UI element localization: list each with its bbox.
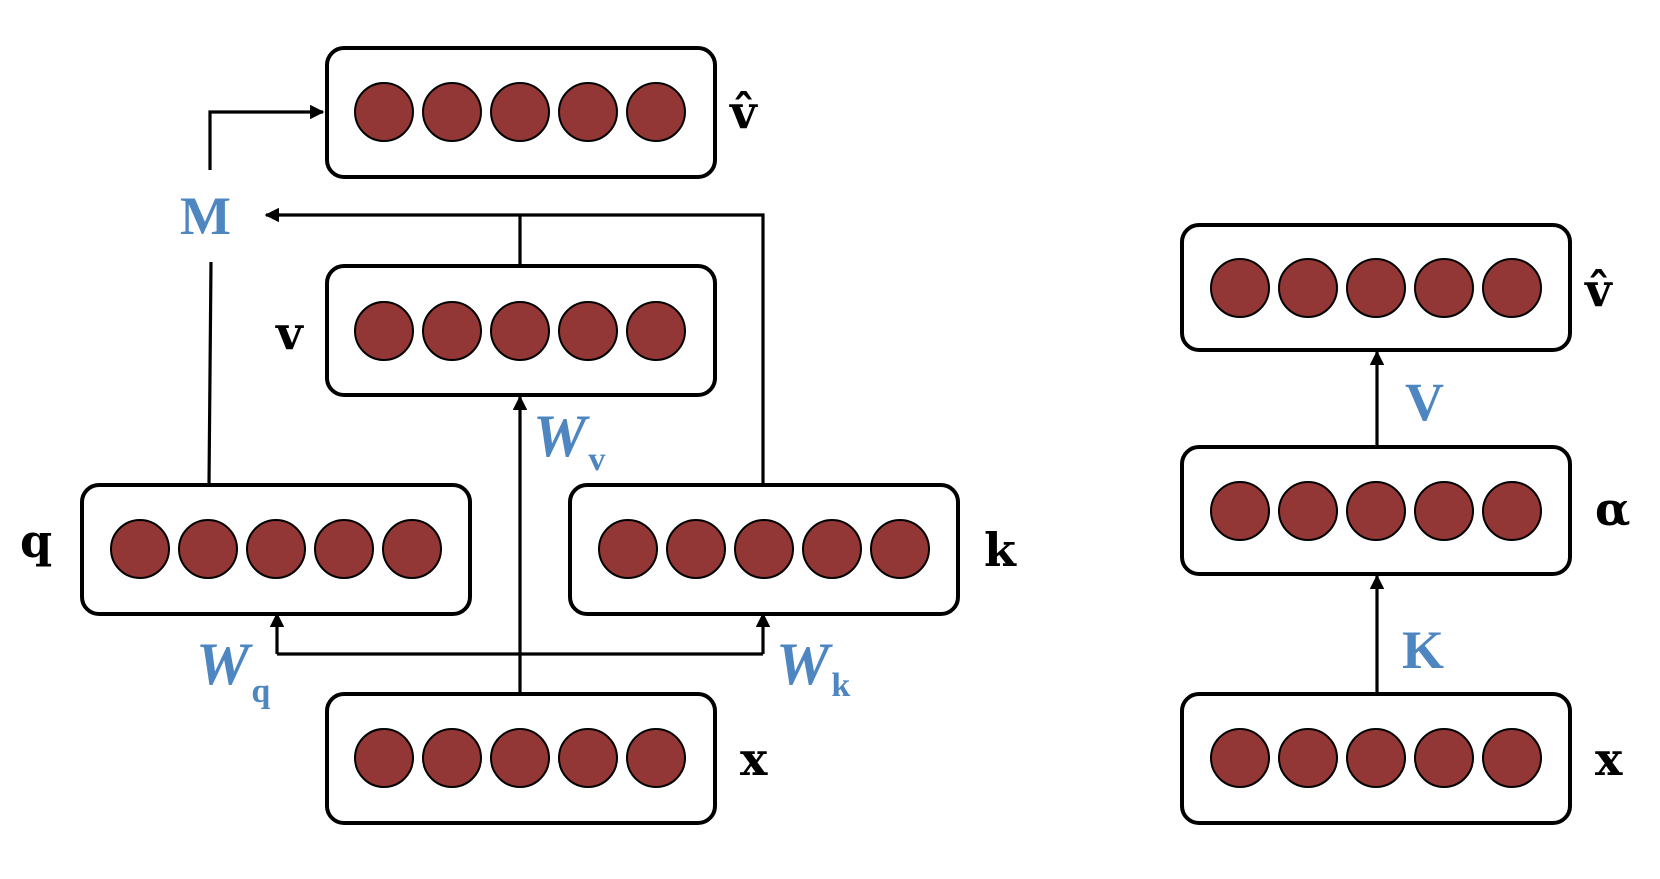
label-wk-sub: k <box>831 667 850 704</box>
neuron-node <box>802 519 862 579</box>
neuron-node <box>354 728 414 788</box>
neuron-node <box>1346 481 1406 541</box>
neuron-node <box>666 519 726 579</box>
right-node-row-x <box>1210 728 1542 788</box>
neuron-node <box>246 519 306 579</box>
label-wq: Wq <box>196 631 270 710</box>
right-diagram: v̂ α x V K <box>1180 223 1630 825</box>
neuron-node <box>558 728 618 788</box>
wire-m-to-vhat <box>208 104 325 170</box>
neuron-node <box>1210 728 1270 788</box>
right-label-alpha: α <box>1595 482 1630 536</box>
neuron-node <box>1210 258 1270 318</box>
neuron-node <box>490 728 550 788</box>
neuron-node <box>1346 258 1406 318</box>
node-row-x <box>354 728 686 788</box>
neuron-node <box>1278 728 1338 788</box>
label-x: x <box>740 732 768 786</box>
neuron-node <box>870 519 930 579</box>
label-wq-sub: q <box>251 673 270 710</box>
neuron-node <box>1278 481 1338 541</box>
neuron-node <box>1414 728 1474 788</box>
neuron-node <box>490 301 550 361</box>
label-wk-main: W <box>776 631 833 697</box>
right-label-vhat: v̂ <box>1584 263 1613 317</box>
label-wv-main: W <box>533 403 590 469</box>
label-wq-main: W <box>196 631 253 697</box>
neuron-node <box>1278 258 1338 318</box>
label-k-weight: K <box>1402 620 1444 680</box>
neuron-node <box>558 301 618 361</box>
label-v: v <box>275 306 304 360</box>
neuron-node <box>354 301 414 361</box>
neuron-node <box>422 82 482 142</box>
neuron-node <box>734 519 794 579</box>
node-row-k <box>598 519 930 579</box>
neuron-node <box>1482 728 1542 788</box>
right-node-row-vhat <box>1210 258 1542 318</box>
neuron-node <box>382 519 442 579</box>
label-q: q <box>20 514 52 568</box>
label-v-weight: V <box>1405 372 1444 432</box>
neuron-node <box>422 728 482 788</box>
neuron-node <box>626 728 686 788</box>
right-node-row-alpha <box>1210 481 1542 541</box>
label-wv-sub: v <box>588 441 605 478</box>
neuron-node <box>1482 258 1542 318</box>
neuron-node <box>558 82 618 142</box>
neuron-node <box>110 519 170 579</box>
right-label-x: x <box>1595 732 1623 786</box>
neuron-node <box>354 82 414 142</box>
label-vhat: v̂ <box>729 85 758 139</box>
left-diagram: v̂ v q k x M Wv Wq Wk <box>20 46 1017 825</box>
neuron-node <box>626 301 686 361</box>
label-k: k <box>984 523 1017 577</box>
node-row-q <box>110 519 442 579</box>
neuron-node <box>1482 481 1542 541</box>
neuron-node <box>626 82 686 142</box>
left-wires <box>207 104 771 694</box>
neuron-node <box>490 82 550 142</box>
label-m: M <box>180 186 231 246</box>
neuron-node <box>178 519 238 579</box>
neuron-node <box>1414 258 1474 318</box>
neuron-node <box>1210 481 1270 541</box>
label-wv: Wv <box>533 403 605 478</box>
wire-v-k-to-m <box>264 207 765 485</box>
node-row-v <box>354 301 686 361</box>
neuron-node <box>1414 481 1474 541</box>
neuron-node <box>1346 728 1406 788</box>
node-row-vhat <box>354 82 686 142</box>
neuron-node <box>598 519 658 579</box>
neuron-node <box>422 301 482 361</box>
label-wk: Wk <box>776 631 850 704</box>
wire-q-to-m <box>207 261 213 486</box>
neuron-node <box>314 519 374 579</box>
